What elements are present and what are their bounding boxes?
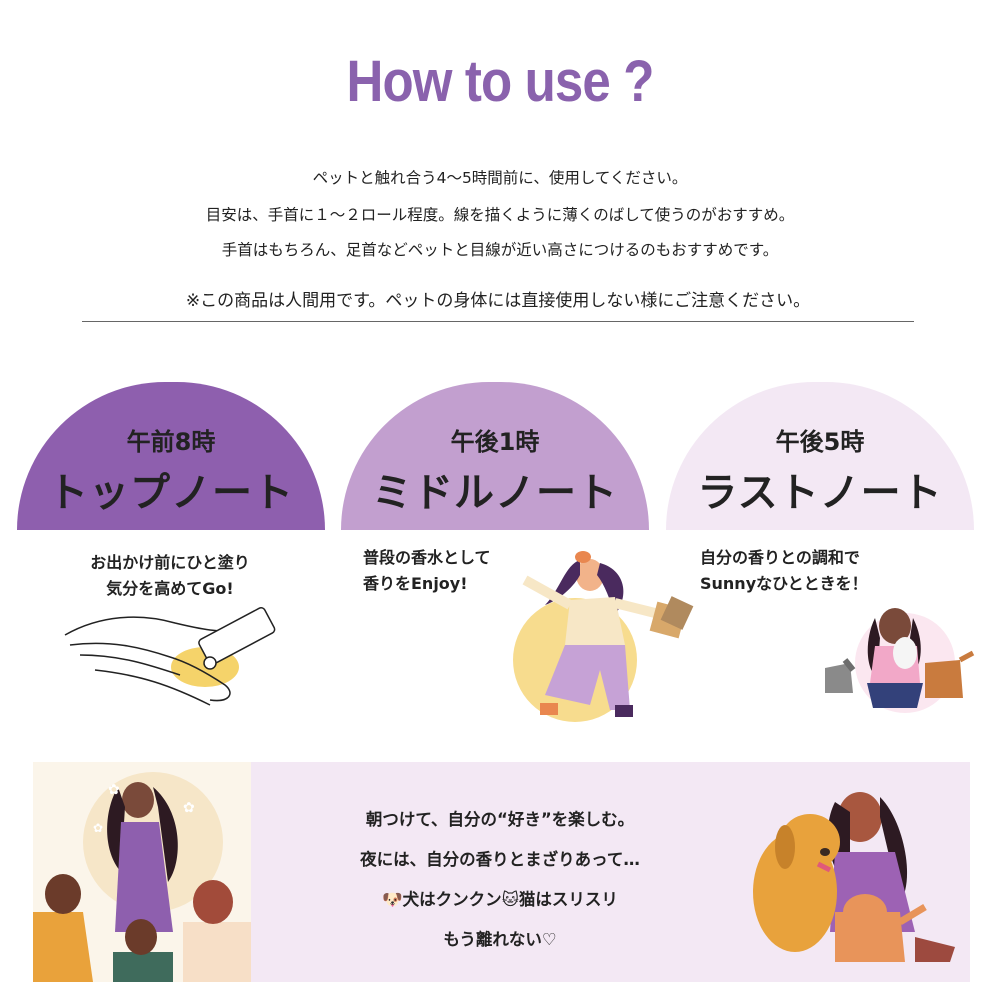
- top-note-name: トップノート: [48, 470, 294, 516]
- hand-rollon-illustration: [64, 606, 276, 706]
- last-note-name: ラストノート: [697, 470, 943, 516]
- top-note-time: 午前8時: [126, 428, 216, 456]
- middle-note-name: ミドルノート: [372, 470, 618, 516]
- middle-note-caption-line-1: 普段の香水として: [363, 548, 491, 567]
- svg-text:✿: ✿: [93, 821, 103, 835]
- top-note-header: 午前8時 トップノート: [17, 382, 325, 530]
- people-illustration: ✿ ✿ ✿: [33, 772, 251, 982]
- intro-line-3: 手首はもちろん、足首などペットと目線が近い高さにつけるのもおすすめです。: [221, 241, 779, 259]
- woman-dog-cat-illustration: [753, 792, 955, 962]
- bottom-line-3: 🐶犬はクンクン🐱猫はスリスリ: [382, 890, 618, 909]
- top-note-caption-line-2: 気分を高めてGo!: [106, 579, 234, 598]
- last-note-caption: 自分の香りとの調和で Sunnyなひとときを！: [700, 545, 960, 597]
- top-note-caption: お出かけ前にひと塗り 気分を高めてGo!: [40, 550, 300, 602]
- bottom-message: 朝つけて、自分の“好き”を楽しむ。 夜には、自分の香りとまざりあって… 🐶犬はク…: [270, 800, 730, 960]
- svg-text:✿: ✿: [183, 800, 195, 816]
- bottom-line-2: 夜には、自分の香りとまざりあって…: [360, 850, 640, 869]
- dancing-woman-illustration: [513, 551, 694, 722]
- intro-line-1: ペットと触れ合う4～5時間前に、使用してください。: [312, 169, 688, 187]
- svg-text:✿: ✿: [108, 782, 120, 798]
- caution-note: ※この商品は人間用です。ペットの身体には直接使用しない様にご注意ください。: [82, 286, 914, 322]
- last-note-time: 午後5時: [775, 428, 865, 456]
- middle-note-header: 午後1時 ミドルノート: [341, 382, 649, 530]
- middle-note-caption-line-2: 香りをEnjoy!: [363, 574, 468, 593]
- intro-line-2: 目安は、手首に１～２ロール程度。線を描くように薄くのばして使うのがおすすめ。: [205, 206, 795, 224]
- page-title: How to use ?: [346, 49, 654, 114]
- middle-note-caption: 普段の香水として 香りをEnjoy!: [363, 545, 563, 597]
- woman-with-cats-illustration: [825, 608, 975, 713]
- last-note-header: 午後5時 ラストノート: [666, 382, 974, 530]
- middle-note-time: 午後1時: [450, 428, 540, 456]
- top-note-caption-line-1: お出かけ前にひと塗り: [90, 553, 250, 572]
- last-note-caption-line-1: 自分の香りとの調和で: [700, 548, 860, 567]
- bottom-line-1: 朝つけて、自分の“好き”を楽しむ。: [365, 810, 635, 829]
- last-note-caption-line-2: Sunnyなひとときを！: [700, 574, 868, 593]
- bottom-line-4: もう離れない♡: [443, 930, 557, 949]
- bottom-left-panel: ✿ ✿ ✿: [33, 762, 251, 982]
